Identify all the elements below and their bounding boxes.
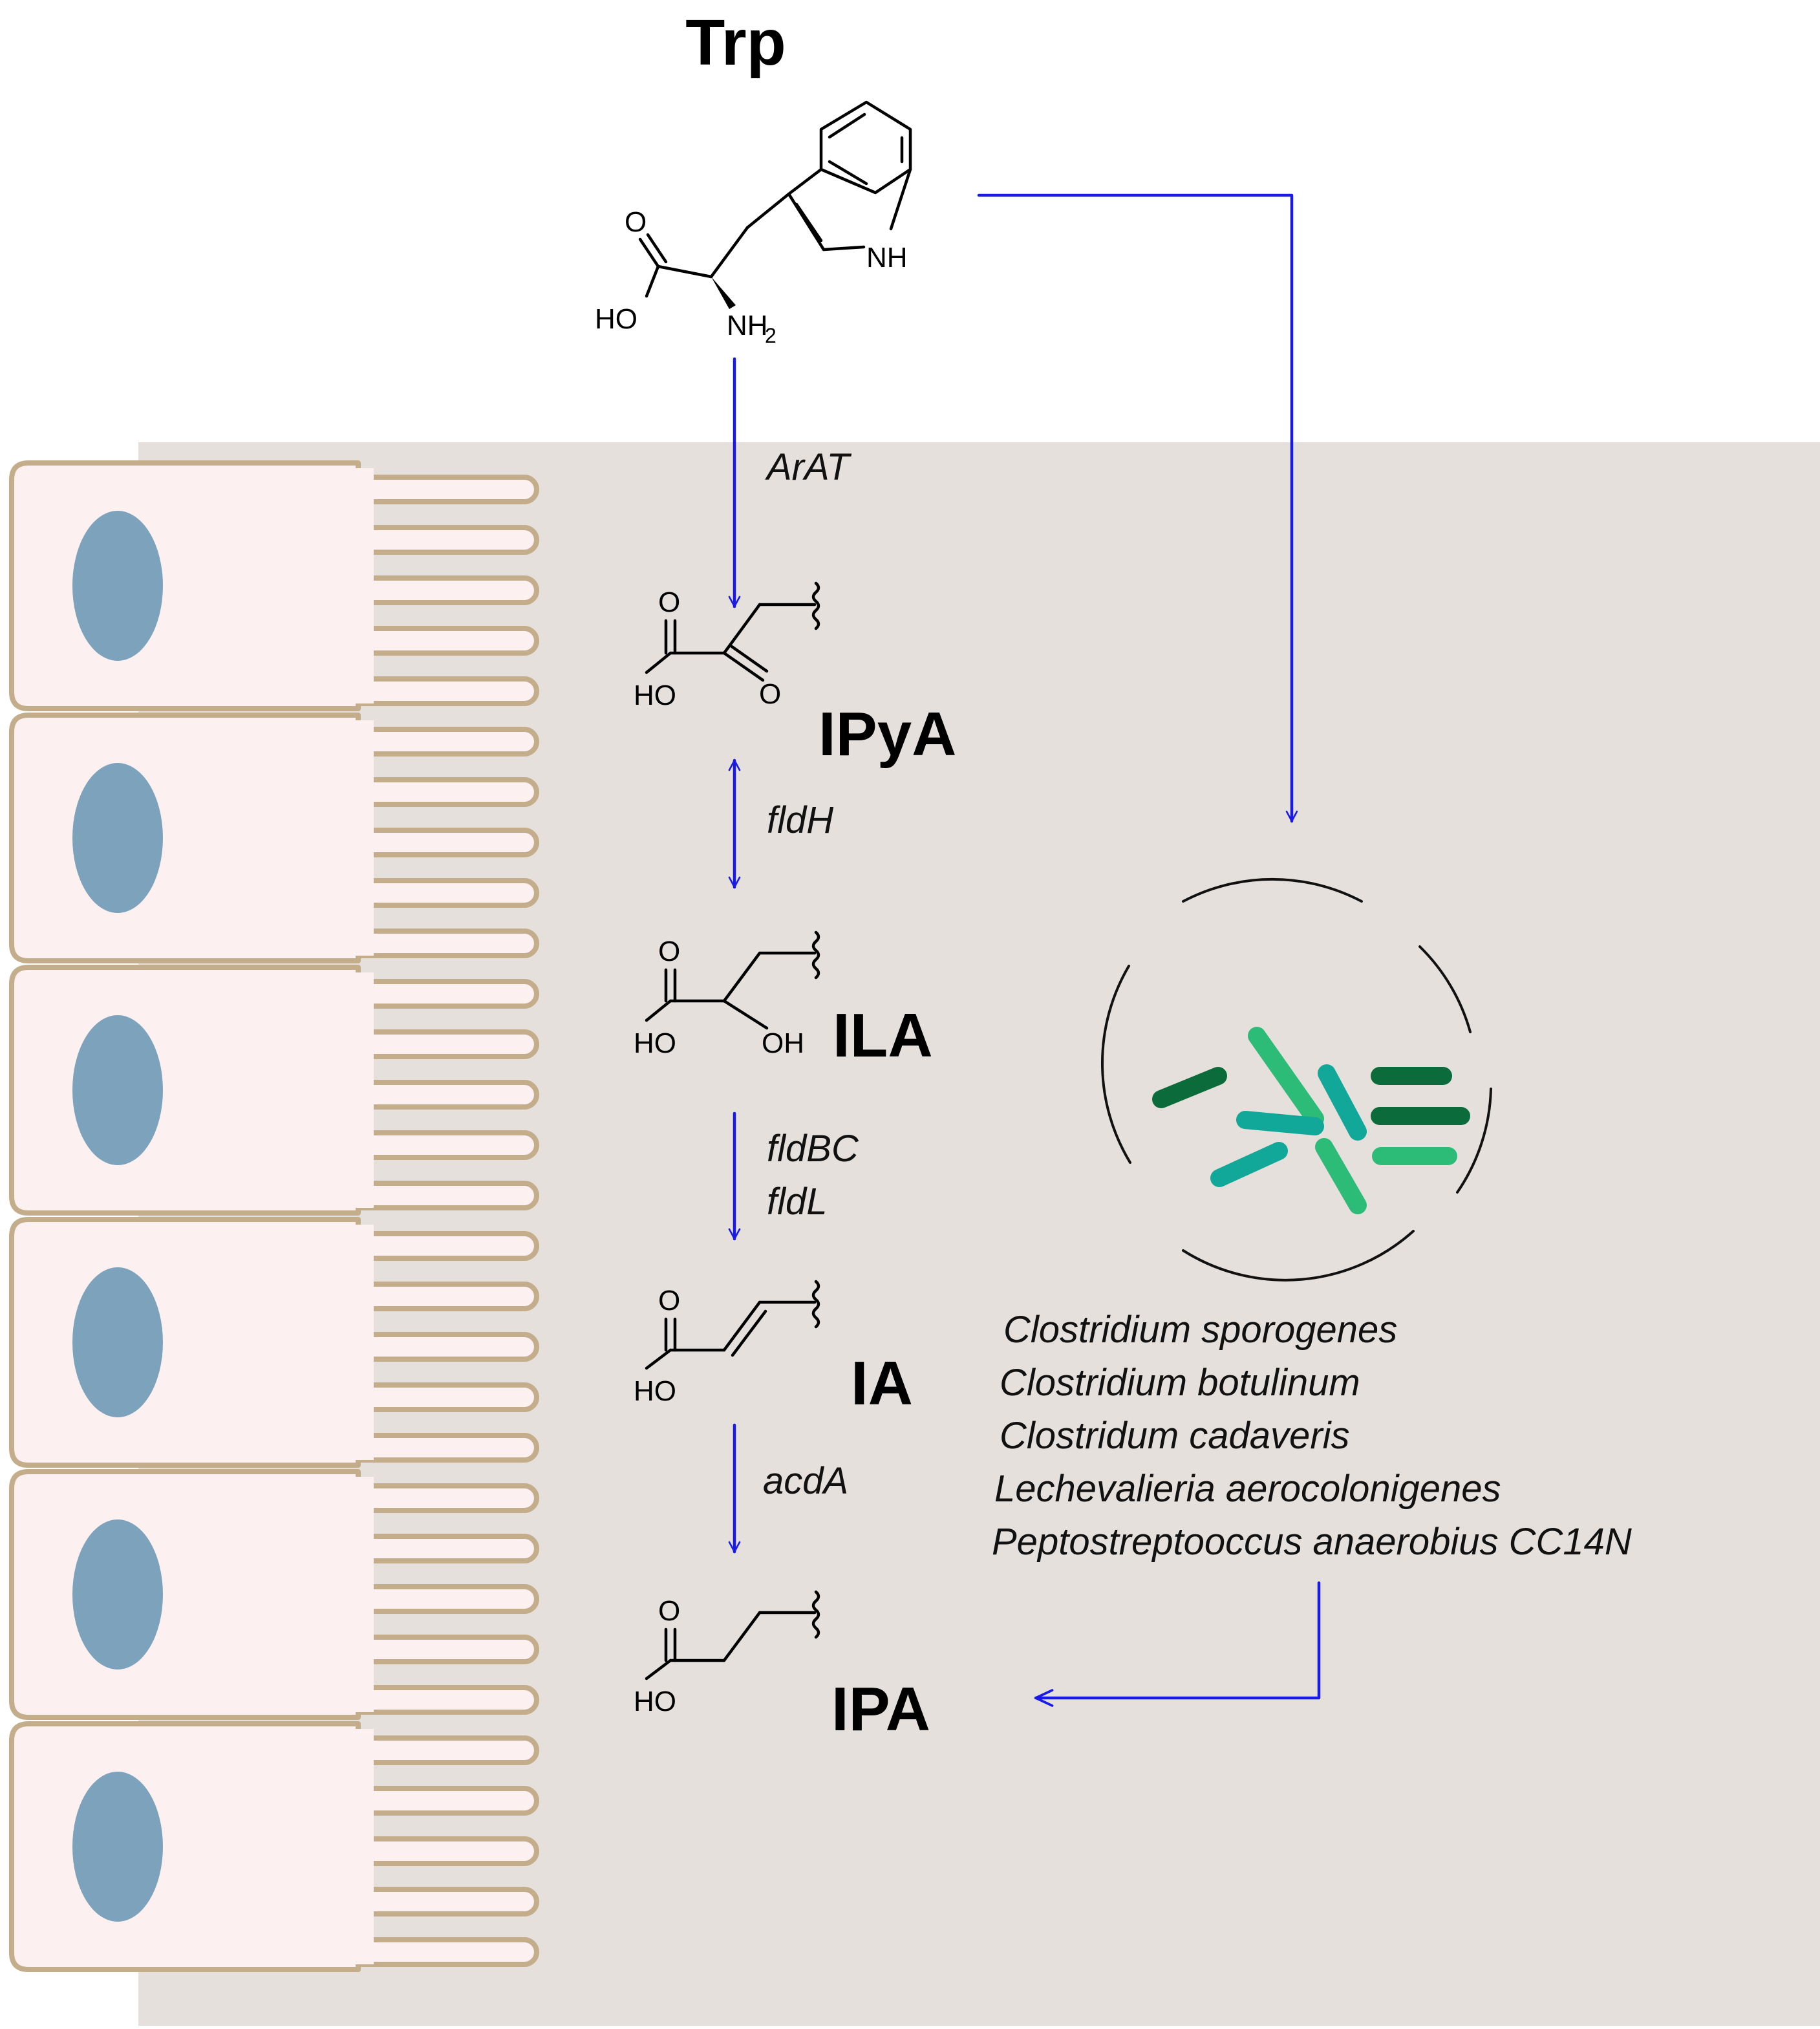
cell-nucleus bbox=[72, 511, 163, 661]
amine-label: NH bbox=[727, 310, 768, 341]
bacteria-culture bbox=[1101, 877, 1492, 1282]
bacterium-teal-3 bbox=[1318, 1064, 1367, 1141]
species-item: Clostridium botulinum bbox=[1000, 1362, 1360, 1404]
arrow-bacteria-to-ipa bbox=[1034, 1581, 1321, 1707]
cell-body bbox=[9, 713, 361, 963]
species-item: Clostridium sporogenes bbox=[1003, 1309, 1397, 1351]
tryptophan-molecule: Trp NH NH 2 O HO bbox=[595, 6, 912, 347]
bacterium-light-2 bbox=[1315, 1138, 1367, 1214]
svg-text:O: O bbox=[658, 1595, 680, 1627]
enzyme-fldbc: fldBC bbox=[767, 1128, 859, 1170]
cell-body bbox=[9, 1217, 361, 1468]
dish-arc-lower-right bbox=[1456, 1088, 1492, 1194]
dish-arc-left bbox=[1101, 965, 1131, 1164]
epithelial-cell bbox=[9, 713, 539, 963]
cell-nucleus bbox=[72, 1015, 163, 1165]
svg-text:OH: OH bbox=[762, 1027, 804, 1059]
benzene-ring bbox=[819, 100, 912, 195]
cell-body bbox=[9, 1721, 361, 1972]
ila-molecule: O HO OH ILA bbox=[634, 930, 933, 1070]
epithelial-cell bbox=[9, 460, 539, 711]
carbonyl-o: O bbox=[625, 206, 647, 238]
svg-text:O: O bbox=[759, 678, 781, 710]
cell-body bbox=[9, 460, 361, 711]
ia-molecule: O HO IA bbox=[634, 1280, 913, 1418]
enzyme-arat: ArAT bbox=[765, 446, 851, 488]
pathway-arrows bbox=[728, 193, 1321, 1707]
bacterium-teal-2 bbox=[1210, 1142, 1288, 1187]
bacterium-light-1 bbox=[1248, 1027, 1324, 1128]
intestinal-epithelium bbox=[9, 460, 539, 1972]
bacterium-teal-1 bbox=[1236, 1111, 1324, 1135]
svg-text:HO: HO bbox=[634, 1686, 676, 1717]
enzyme-fldl: fldL bbox=[767, 1181, 828, 1223]
svg-text:O: O bbox=[658, 586, 680, 618]
hydroxyl-label: HO bbox=[595, 303, 637, 335]
dish-arc-top bbox=[1182, 877, 1363, 903]
ia-label: IA bbox=[851, 1349, 913, 1418]
dish-arc-bottom bbox=[1182, 1230, 1415, 1282]
cell-body bbox=[9, 965, 361, 1216]
cell-nucleus bbox=[72, 1519, 163, 1669]
epithelial-cell bbox=[9, 1469, 539, 1720]
cell-body bbox=[9, 1469, 361, 1720]
indole-nh: NH bbox=[866, 242, 908, 274]
ipa-label: IPA bbox=[831, 1675, 930, 1744]
ipya-molecule: O HO O IPyA bbox=[634, 581, 956, 769]
cell-nucleus bbox=[72, 1772, 163, 1922]
species-item: Lechevalieria aerocolonigenes bbox=[994, 1468, 1501, 1510]
cell-nucleus bbox=[72, 763, 163, 913]
species-item: Peptostreptooccus anaerobius CC14N bbox=[992, 1521, 1632, 1563]
svg-text:HO: HO bbox=[634, 680, 676, 711]
epithelial-cell bbox=[9, 1217, 539, 1468]
ipya-label: IPyA bbox=[819, 700, 956, 769]
species-item: Clostridum cadaveris bbox=[1000, 1415, 1350, 1457]
ipa-molecule: O HO IPA bbox=[634, 1590, 930, 1744]
epithelial-cell bbox=[9, 1721, 539, 1972]
bacterium-dark-1 bbox=[1152, 1067, 1227, 1108]
epithelial-cell bbox=[9, 965, 539, 1216]
svg-text:O: O bbox=[658, 1285, 680, 1316]
species-list: Clostridium sporogenes Clostridium botul… bbox=[992, 1309, 1632, 1563]
svg-text:O: O bbox=[658, 936, 680, 967]
enzyme-acda: acdA bbox=[763, 1460, 848, 1502]
wedge-bond bbox=[711, 277, 736, 309]
svg-text:2: 2 bbox=[765, 324, 776, 347]
ila-label: ILA bbox=[833, 1001, 933, 1070]
svg-text:HO: HO bbox=[634, 1375, 676, 1407]
arrow-trp-to-bacteria bbox=[977, 193, 1298, 823]
cell-nucleus bbox=[72, 1267, 163, 1417]
enzyme-labels: ArAT fldH fldBC fldL acdA bbox=[763, 446, 859, 1502]
enzyme-fldh: fldH bbox=[767, 799, 833, 841]
dish-arc-upper-right bbox=[1419, 945, 1472, 1033]
trp-label: Trp bbox=[685, 6, 786, 79]
svg-text:HO: HO bbox=[634, 1027, 676, 1059]
